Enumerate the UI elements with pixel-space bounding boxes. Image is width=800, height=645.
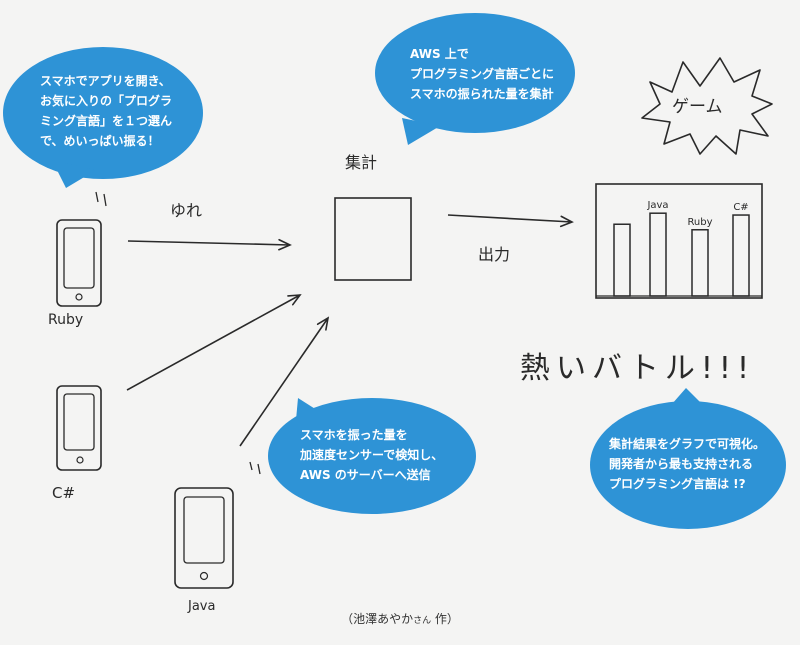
credit-line: （池澤あやかさん 作） — [0, 610, 800, 627]
output-label: 出力 — [478, 245, 510, 264]
graph-bar-label: Java — [646, 200, 668, 211]
graph-bar — [649, 212, 667, 297]
bubble-sensor-detect — [268, 398, 476, 514]
shake-label: ゆれ — [170, 201, 202, 220]
bubble-graph-visualize-text: 集計結果をグラフで可視化。 開発者から最も支持される プログラミング言語は !? — [609, 437, 766, 491]
arrow-csharp-to-aggregate — [126, 294, 302, 391]
credit-prefix: （池澤あやか — [341, 612, 414, 626]
credit-honorific: さん — [413, 616, 432, 626]
phone-csharp — [56, 385, 102, 471]
phone-csharp-label: C# — [52, 484, 75, 502]
graph-bar — [613, 223, 631, 297]
graph-bar — [691, 229, 709, 297]
phone-ruby — [56, 191, 107, 307]
phone-java — [174, 461, 261, 589]
game-burst-shape — [641, 57, 773, 155]
bubble-sensor-detect-text: スマホを振った量を 加速度センサーで検知し、 AWS のサーバーへ送信 — [300, 428, 444, 482]
bubble-graph-visualize — [590, 388, 786, 529]
phone-ruby-label: Ruby — [48, 312, 83, 328]
bubble-phone-instructions-text: スマホでアプリを開き、 お気に入りの「プログラ ミング言語」を１つ選ん で、めい… — [40, 74, 173, 148]
bubble-aws-aggregate-text: AWS 上で プログラミング言語ごとに スマホの振られた量を集計 — [410, 47, 555, 101]
bubble-phone-instructions — [3, 47, 203, 188]
graph-bar — [732, 214, 750, 297]
game-label: ゲーム — [672, 97, 723, 117]
graph-bar-label: Ruby — [687, 217, 712, 228]
arrow-java-to-aggregate — [239, 316, 330, 447]
arrow-aggregate-to-graph — [447, 214, 574, 228]
credit-suffix: 作） — [431, 612, 459, 626]
aggregate-box — [334, 197, 412, 281]
bubble-aws-aggregate — [375, 13, 575, 145]
hot-battle-label: 熱いバトル!!! — [520, 351, 755, 386]
aggregate-label: 集計 — [345, 153, 377, 172]
graph-bar-label: C# — [733, 202, 748, 213]
phone-java-label: Java — [187, 599, 215, 614]
arrow-ruby-to-aggregate — [127, 238, 292, 251]
